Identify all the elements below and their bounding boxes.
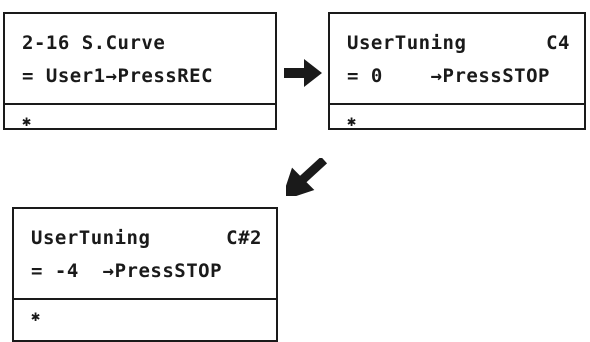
bluetooth-icon: ✱ [22, 112, 32, 130]
lcd-panel-user-tuning-c4: UserTuning C4 = 0 →PressSTOP ✱ [328, 12, 586, 130]
arrow-down-left-icon [286, 158, 328, 196]
lcd-panel-user-tuning-c-sharp-2: UserTuning C#2 = -4 →PressSTOP ✱ [12, 207, 278, 342]
lcd-line-2: = -4 →PressSTOP [31, 260, 223, 282]
lcd-line-1: 2-16 S.Curve [22, 32, 166, 54]
lcd-line-1: UserTuning C#2 [31, 227, 262, 249]
lcd-line-1: UserTuning C4 [347, 32, 570, 54]
lcd-panel-sound-curve: 2-16 S.Curve = User1→PressREC ✱ [3, 12, 277, 130]
lcd-line-2: = 0 →PressSTOP [347, 65, 550, 87]
bluetooth-icon: ✱ [347, 112, 357, 130]
lcd-line-1-label: UserTuning [31, 227, 151, 249]
lcd-line-2: = User1→PressREC [22, 65, 214, 87]
bluetooth-icon: ✱ [31, 307, 41, 325]
lcd-divider [5, 103, 275, 105]
lcd-line-1-label: UserTuning [347, 32, 467, 54]
lcd-line-1-note: C4 [546, 32, 570, 54]
lcd-line-1-note: C#2 [226, 227, 262, 249]
arrow-right-icon [284, 59, 322, 87]
lcd-divider [14, 298, 276, 300]
lcd-divider [330, 103, 584, 105]
